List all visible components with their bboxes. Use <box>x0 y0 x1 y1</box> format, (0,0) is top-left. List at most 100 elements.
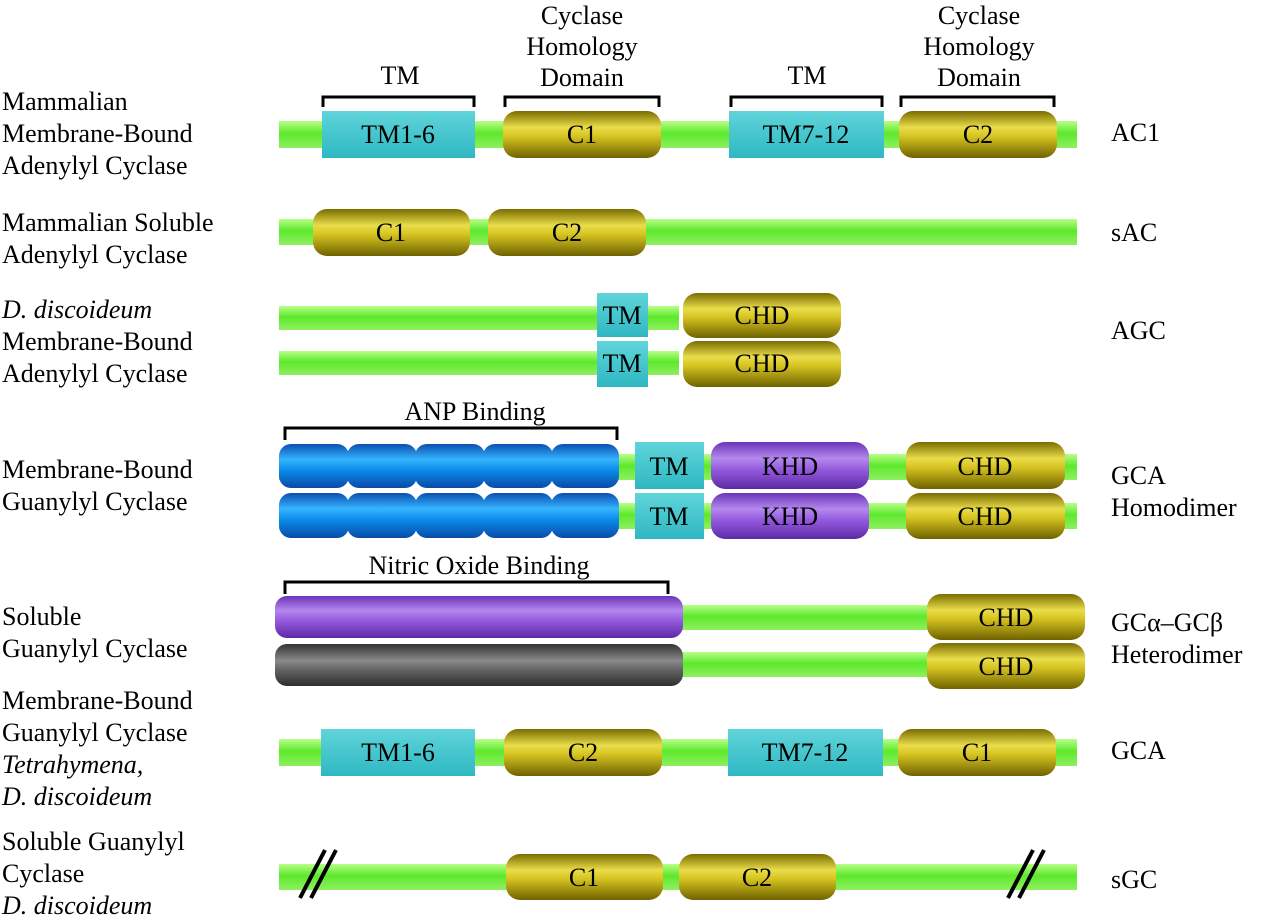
row-label-gca-homodimer: Membrane-Bound Guanylyl Cyclase <box>2 454 193 518</box>
right-label-heterodimer: GCα–GCβ Heterodimer <box>1111 607 1242 671</box>
tm-domain <box>322 111 475 158</box>
tm-domain <box>635 442 704 489</box>
khd-domain <box>711 493 869 539</box>
right-label-gca-homodimer: GCA Homodimer <box>1111 460 1237 524</box>
anp-binding-repeats <box>279 444 619 538</box>
domain-label: C2 <box>552 218 582 247</box>
chd-bracket <box>503 95 661 107</box>
domain-label: C2 <box>742 863 772 892</box>
label-line-italic: D. discoideum <box>2 891 153 920</box>
label-line: Heterodimer <box>1111 640 1243 669</box>
header-tm-1: TM <box>380 61 420 90</box>
domain-label: KHD <box>762 502 818 531</box>
cyclase-domain <box>679 854 836 900</box>
row-sgc: C1 C2 <box>279 849 1077 900</box>
cyclase-domain <box>906 442 1065 489</box>
label-line: Guanylyl Cyclase <box>2 634 188 663</box>
no-binding-domain <box>275 596 683 638</box>
row-agc: TM CHD TM CHD <box>279 293 841 387</box>
domain-label: CHD <box>979 652 1034 681</box>
cyclase-domain <box>899 111 1057 158</box>
anp-repeat <box>551 444 619 488</box>
label-line: Soluble Guanylyl <box>2 827 185 856</box>
label-line: Mammalian <box>2 87 128 116</box>
domain-label: C1 <box>962 738 992 767</box>
anp-repeat <box>415 493 485 538</box>
domain-label: TM1-6 <box>361 120 435 149</box>
tm-domain <box>321 729 475 776</box>
row-label-gca-tetrahymena: Membrane-Bound Guanylyl Cyclase Tetrahym… <box>2 685 193 813</box>
label-line: Membrane-Bound <box>2 327 193 356</box>
label-line: Adenylyl Cyclase <box>2 240 188 269</box>
right-label-ac1: AC1 <box>1111 118 1161 147</box>
tm-domain <box>728 729 883 776</box>
header-chd-line: Domain <box>540 63 624 92</box>
header-chd-line: Cyclase <box>937 1 1021 30</box>
cyclase-domain <box>504 729 662 776</box>
label-line: GCα–GCβ <box>1111 608 1224 637</box>
label-line-italic: D. discoideum <box>2 782 153 811</box>
break-mark-left <box>298 849 338 899</box>
row-soluble-gc: Nitric Oxide Binding CHD CHD <box>275 551 1085 689</box>
header-tm-2: TM <box>787 61 827 90</box>
anp-repeat <box>347 444 417 488</box>
label-line: GCA <box>1111 461 1166 490</box>
right-label-sgc: sGC <box>1111 865 1158 894</box>
right-label-sac: sAC <box>1111 218 1158 247</box>
domain-label: TM <box>650 452 689 481</box>
domain-label: C1 <box>376 218 406 247</box>
chd-bracket <box>899 95 1056 107</box>
tm-domain <box>597 293 648 337</box>
domain-label: C2 <box>963 120 993 149</box>
domain-label: CHD <box>979 603 1034 632</box>
label-line-italic: D. discoideum <box>2 295 153 324</box>
label-line: Membrane-Bound <box>2 455 193 484</box>
cyclase-domain <box>927 594 1085 640</box>
cyclase-domain <box>506 854 663 900</box>
cyclase-domain <box>503 111 661 158</box>
tm-domain <box>635 493 704 539</box>
label-line: Soluble <box>2 602 82 631</box>
domain-label: C2 <box>568 738 598 767</box>
header-chd-line: Homology <box>923 32 1035 61</box>
cyclase-domain <box>313 209 470 256</box>
header-chd-line: Homology <box>526 32 638 61</box>
label-line-italic: Tetrahymena, <box>2 750 144 779</box>
right-label-agc: AGC <box>1111 316 1166 345</box>
label-line: Guanylyl Cyclase <box>2 487 188 516</box>
row-gca-tetrahymena: TM1-6 C2 TM7-12 C1 <box>279 729 1077 776</box>
tm-domain <box>597 341 648 387</box>
khd-domain <box>711 442 869 489</box>
header-chd-2: Cyclase Homology Domain <box>894 0 1064 93</box>
no-binding-label: Nitric Oxide Binding <box>369 551 590 580</box>
label-line: Adenylyl Cyclase <box>2 151 188 180</box>
header-chd-1: Cyclase Homology Domain <box>497 0 667 93</box>
tm-bracket <box>321 95 476 107</box>
cyclase-domain <box>927 643 1085 689</box>
anp-repeat <box>415 444 485 488</box>
row-sac: C1 C2 <box>279 209 1077 256</box>
backbone-line <box>279 864 1077 890</box>
cyclase-domain <box>683 293 841 338</box>
anp-binding-label: ANP Binding <box>404 397 545 426</box>
anp-repeat <box>551 493 619 538</box>
domain-label: CHD <box>735 301 790 330</box>
domain-label: TM <box>650 502 689 531</box>
anp-repeat <box>279 493 349 538</box>
domain-label: CHD <box>735 349 790 378</box>
right-label-gca: GCA <box>1111 736 1166 765</box>
break-mark-right <box>1006 849 1046 899</box>
anp-repeat <box>483 493 553 538</box>
domain-label: KHD <box>762 452 818 481</box>
domain-label: C1 <box>567 120 597 149</box>
row-label-agc: D. discoideum Membrane-Bound Adenylyl Cy… <box>2 294 193 390</box>
tm-bracket <box>729 95 884 107</box>
label-line: Mammalian Soluble <box>2 208 214 237</box>
anp-repeat <box>347 493 417 538</box>
tm-domain <box>729 111 884 158</box>
gc-beta-n-domain <box>275 644 683 686</box>
domain-label: CHD <box>958 502 1013 531</box>
header-chd-line: Cyclase <box>540 1 624 30</box>
label-line: Membrane-Bound <box>2 119 193 148</box>
domain-label: TM7-12 <box>762 738 849 767</box>
